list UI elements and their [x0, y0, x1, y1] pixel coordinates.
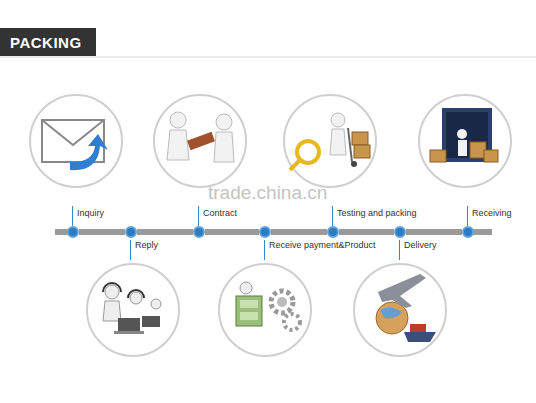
title-banner: PACKING [0, 28, 96, 56]
step-tick [130, 240, 131, 260]
step-label: Delivery [403, 240, 438, 251]
timeline-segment [271, 229, 327, 235]
step-label: Inquiry [76, 208, 105, 219]
step-tick [198, 206, 199, 226]
contract-icon [154, 95, 246, 187]
step-label: Receiving [471, 208, 513, 219]
payment-icon [219, 264, 311, 356]
delivery-icon [354, 264, 446, 356]
step-tick [399, 240, 400, 260]
timeline-segment [205, 229, 259, 235]
container-icon [419, 95, 511, 187]
timeline-step: Testing and packing [327, 226, 339, 238]
timeline-step: Reply [125, 226, 137, 238]
step-tick [264, 240, 265, 260]
title: PACKING [10, 34, 82, 51]
timeline-segment [137, 229, 193, 235]
timeline-segment [406, 229, 462, 235]
watermark: trade.china.cn [208, 182, 327, 204]
step-tick [467, 206, 468, 226]
step-tick [332, 206, 333, 226]
timeline-step: Contract [193, 226, 205, 238]
support-icon [87, 264, 179, 356]
timeline-segment [339, 229, 394, 235]
header-rule [0, 57, 536, 58]
timeline-step: Receive payment&Product [259, 226, 271, 238]
timeline-step: Receiving [462, 226, 474, 238]
envelope-icon [30, 95, 122, 187]
timeline-step: Delivery [394, 226, 406, 238]
testing-icon [284, 95, 376, 187]
timeline-step: Inquiry [67, 226, 79, 238]
step-label: Testing and packing [336, 208, 418, 219]
step-tick [72, 206, 73, 226]
step-label: Receive payment&Product [268, 240, 377, 251]
step-label: Reply [134, 240, 159, 251]
step-label: Contract [202, 208, 238, 219]
timeline-segment [79, 229, 125, 235]
